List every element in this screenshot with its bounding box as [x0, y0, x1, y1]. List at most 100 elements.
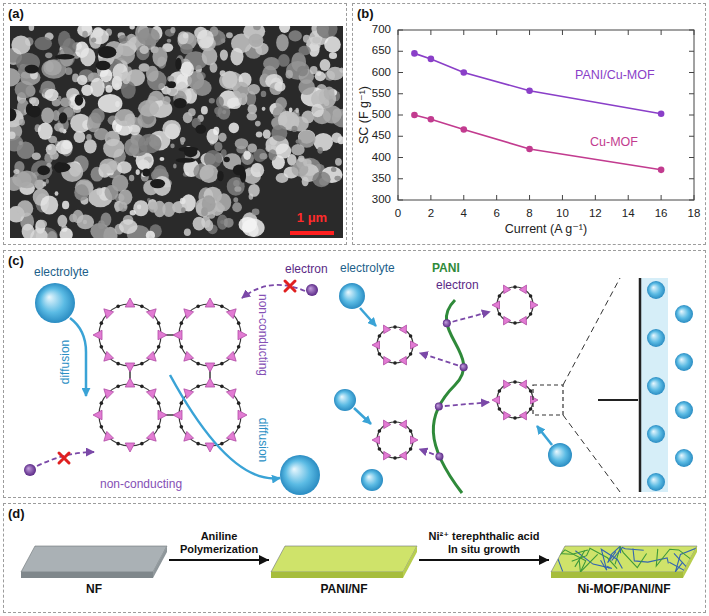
sem-particles-part	[193, 217, 206, 231]
sem-particles-part	[292, 126, 298, 132]
electrolyte-ion	[280, 455, 320, 495]
tick-label: 10	[556, 207, 569, 220]
sem-particles-part	[181, 207, 185, 213]
mof-cage-part	[99, 384, 161, 446]
mof-cage-part	[384, 356, 391, 364]
mof-cage-part	[140, 385, 144, 389]
sem-particles-part	[122, 72, 131, 85]
panel-label: (b)	[353, 4, 378, 24]
sem-particles-part	[28, 106, 41, 118]
mof-cage-part	[100, 425, 104, 429]
tick-label: 350	[372, 172, 391, 185]
mof-cage-part	[411, 341, 419, 349]
sem-particles-part	[170, 144, 174, 149]
data-point	[460, 69, 467, 76]
sem-particles-part	[274, 82, 285, 92]
sem-particles-part	[298, 46, 310, 55]
sem-particles-part	[170, 27, 175, 33]
sem-particles-part	[247, 143, 257, 152]
sem-particles-part	[279, 26, 290, 33]
sem-particles-part	[56, 140, 73, 154]
sem-particles-part	[96, 61, 111, 70]
sem-particles-part	[175, 58, 181, 70]
series-label: PANI/Cu-MOF	[575, 68, 655, 82]
mof-cage-part	[378, 429, 382, 433]
axis-tick	[689, 30, 694, 31]
plate-drawing	[269, 544, 419, 580]
adsorbed-ion	[675, 305, 693, 323]
axis-tick	[562, 195, 563, 200]
sem-particles-part	[256, 132, 263, 138]
data-line	[414, 53, 661, 113]
sem-particles-part	[105, 185, 119, 200]
electron-arrow	[420, 353, 458, 365]
mof-cage-part	[93, 330, 102, 340]
mof-strand	[549, 553, 558, 569]
mof-strand	[575, 551, 612, 569]
axis-tick	[595, 195, 596, 200]
mof-cage-part	[226, 309, 236, 319]
sem-particles-part	[205, 220, 214, 231]
axis-tick	[398, 157, 403, 158]
mof-strand	[549, 557, 563, 572]
tick-label: 18	[688, 207, 701, 220]
capacitance-chart	[398, 30, 694, 200]
mof-cage-part	[513, 416, 517, 420]
sem-particles-part	[98, 220, 105, 229]
axis-tick	[529, 30, 530, 35]
plate-drawing	[549, 544, 699, 580]
sem-particles-part	[220, 49, 228, 60]
mof-strand	[633, 549, 668, 564]
mof-cage-part	[377, 422, 413, 458]
sample-label: NF	[19, 583, 169, 597]
sem-particles-part	[233, 165, 245, 176]
axis-tick	[463, 195, 464, 200]
axis-tick	[689, 136, 694, 137]
process-arrow	[169, 559, 269, 561]
panel-label: (a)	[4, 4, 28, 24]
sem-particles-part	[32, 152, 41, 160]
sem-particles-part	[121, 81, 136, 99]
axis-tick	[430, 30, 431, 35]
sem-particles-part	[248, 34, 263, 47]
mof-cage-part	[196, 305, 200, 309]
figure-panel: (c)	[3, 250, 706, 498]
electrolyte-ion	[35, 283, 75, 323]
sem-particles-part	[30, 228, 48, 238]
sample-label: PANI/NF	[269, 583, 419, 597]
sem-particles-part	[239, 217, 257, 232]
sem-particles-part	[229, 123, 239, 134]
sem-particles-part	[139, 46, 148, 55]
sem-particles-part	[235, 138, 249, 149]
mof-cage-part	[498, 312, 502, 316]
sample-plate: Ni-MOF/PANI/NF	[549, 544, 699, 597]
mof-cage-part	[399, 420, 406, 428]
data-point	[658, 167, 665, 174]
sem-particles-part	[82, 31, 88, 38]
mof-cage-part	[140, 362, 144, 366]
mof-cage-part	[184, 351, 194, 361]
sem-particles-part	[286, 70, 293, 79]
mof-cage-part	[378, 447, 382, 451]
mof-cage-part	[393, 456, 397, 460]
zoom-line	[563, 415, 620, 492]
axis-tick	[430, 195, 431, 200]
axis-tick	[689, 157, 694, 158]
mof-cage-part	[237, 425, 241, 429]
mof-cage-part	[100, 321, 104, 325]
sem-particles-part	[224, 157, 230, 162]
axis-tick	[496, 195, 497, 200]
zoom-box	[533, 385, 563, 415]
mof-cage-part	[492, 396, 500, 404]
axis-tick	[398, 30, 399, 35]
mof-cage	[93, 298, 167, 372]
mof-cage-part	[205, 378, 215, 387]
mof-cage-part	[498, 389, 502, 393]
sem-particles-part	[303, 35, 310, 43]
mof-cage-part	[116, 385, 120, 389]
mof-cage-part	[519, 285, 526, 293]
sem-particles-part	[75, 95, 83, 106]
mof-cage-part	[116, 362, 120, 366]
mof-cage-part	[157, 345, 161, 349]
tick-label: 700	[372, 23, 391, 36]
